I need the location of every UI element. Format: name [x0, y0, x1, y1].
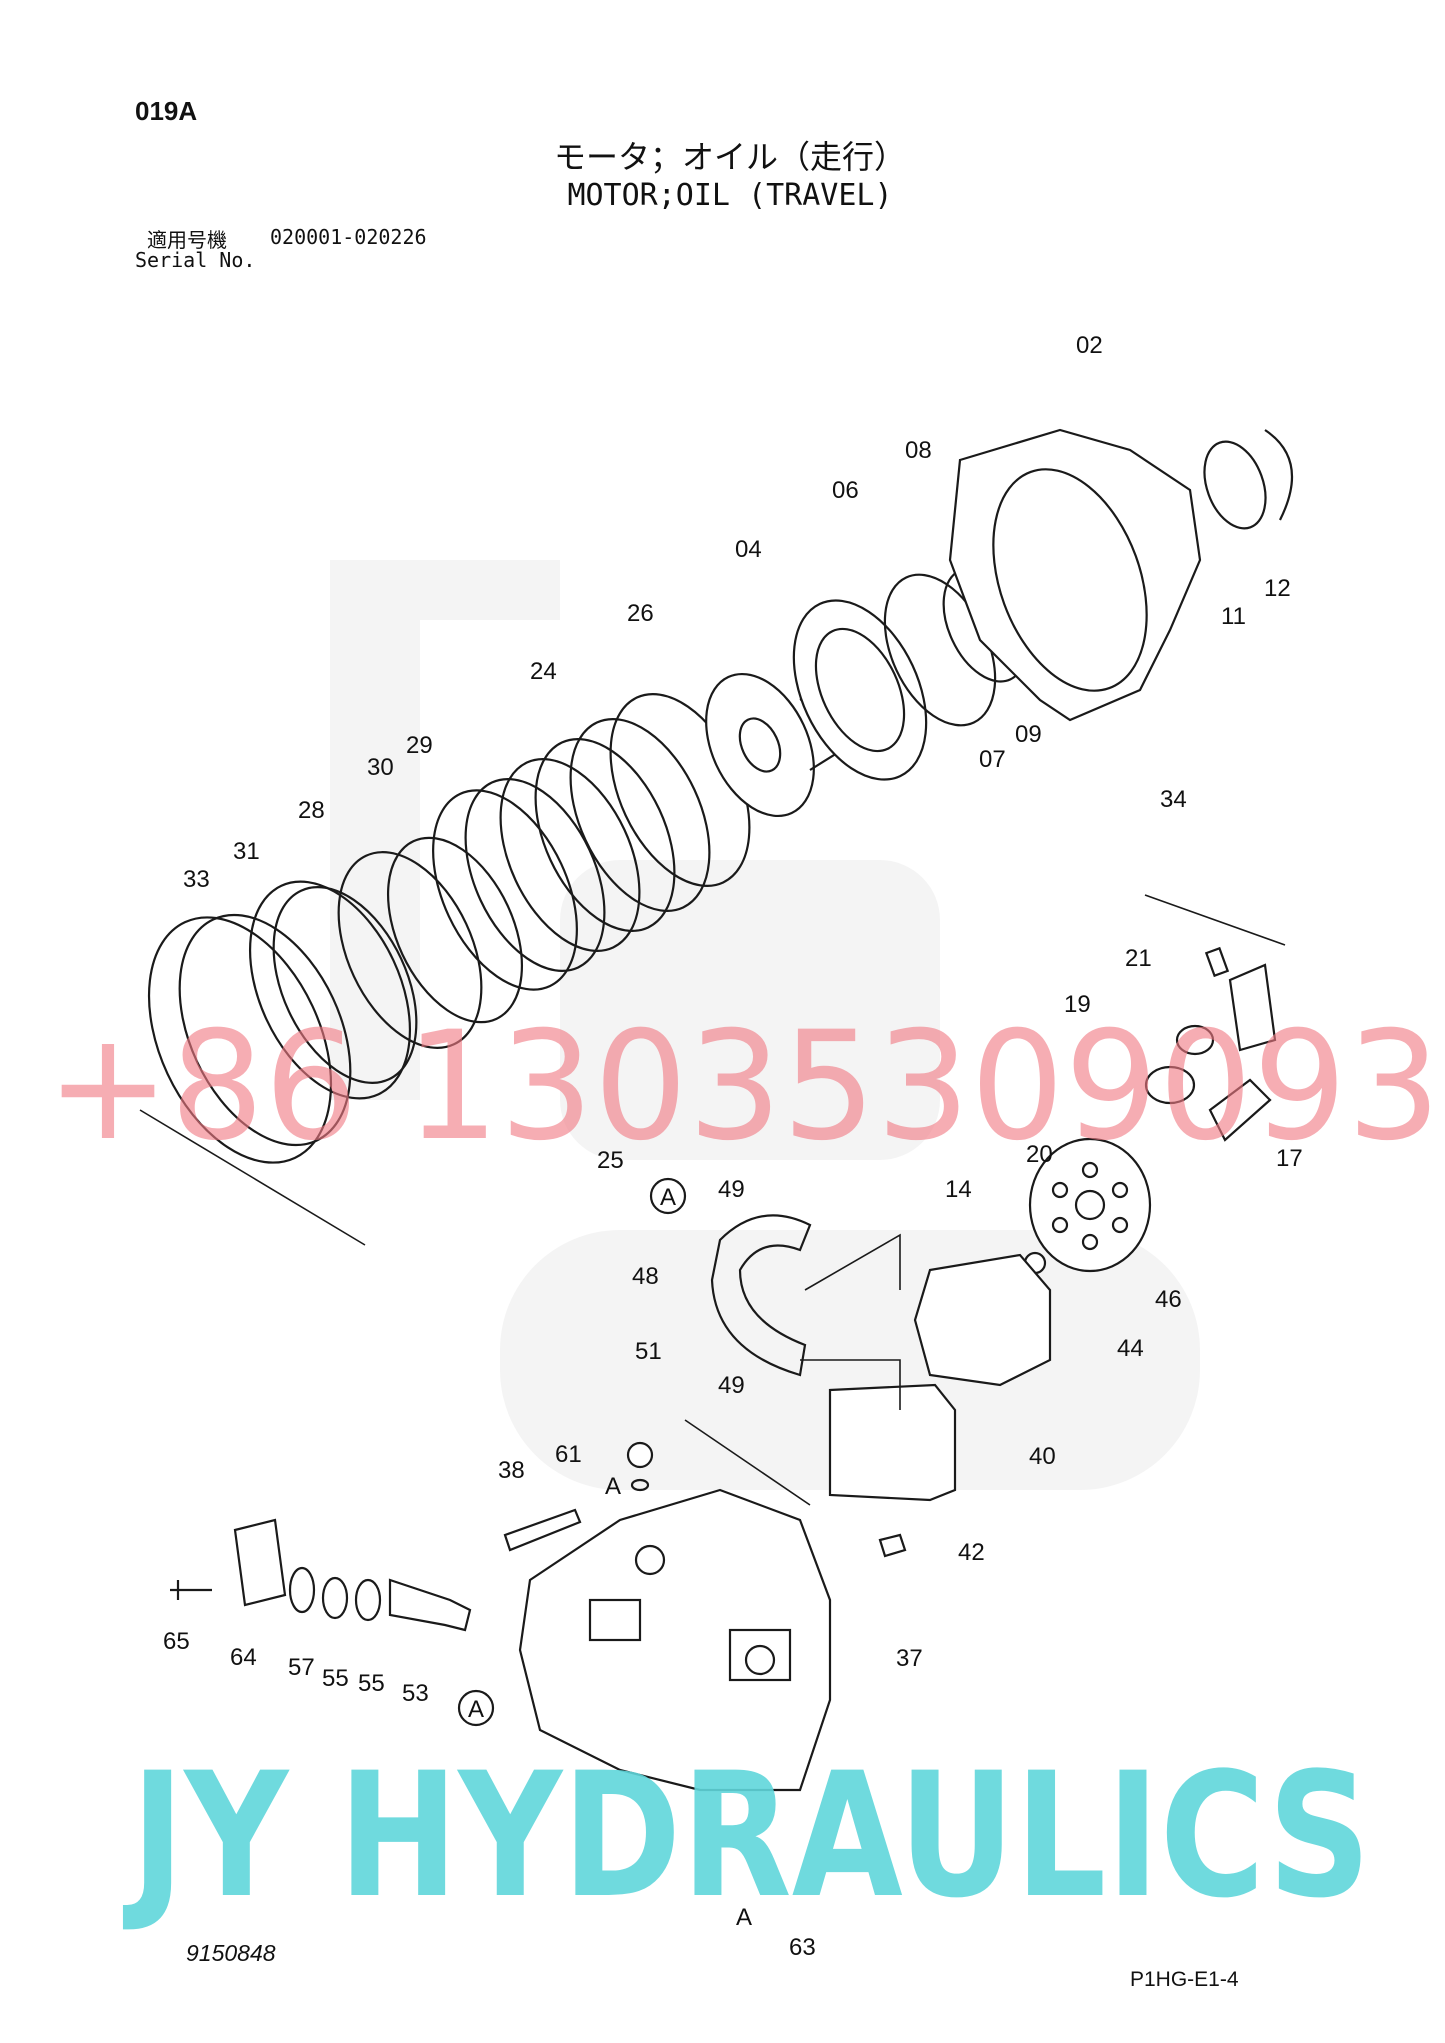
- callout-17: 17: [1276, 1145, 1303, 1172]
- ring-disc-stack: [139, 693, 751, 1246]
- callout-55: 55: [322, 1665, 349, 1692]
- callout-A: A: [736, 1904, 752, 1931]
- callout-51: 51: [635, 1338, 662, 1365]
- callout-A: A: [468, 1696, 484, 1723]
- valve-body: [518, 1419, 832, 1792]
- serial-range: 020001-020226: [270, 225, 427, 249]
- serial-label-english: Serial No.: [135, 248, 256, 272]
- callout-24: 24: [530, 658, 557, 685]
- callout-65: 65: [163, 1628, 190, 1655]
- part-callouts: 02 08 06 04 26 24 29 30 28 31 33 11 12 0…: [163, 332, 1303, 1961]
- callout-49: 49: [718, 1176, 745, 1203]
- phone-watermark: +86 13035309093: [46, 1000, 1441, 1174]
- callout-04: 04: [735, 536, 762, 563]
- bearings: [792, 567, 1028, 781]
- callout-12: 12: [1264, 575, 1291, 602]
- callout-63: 63: [789, 1934, 816, 1961]
- cylinder-block: [1023, 1137, 1152, 1275]
- callout-14: 14: [945, 1176, 972, 1203]
- title-english: MOTOR;OIL (TRAVEL): [567, 178, 893, 213]
- title-japanese: モータ；オイル（走行）: [553, 138, 906, 176]
- callout-46: 46: [1155, 1286, 1182, 1313]
- document-number: 9150848: [186, 1940, 276, 1966]
- motor-housing: [948, 428, 1294, 722]
- brand-watermark: JY HYDRAULICS: [123, 1735, 1371, 1936]
- callout-53: 53: [402, 1680, 429, 1707]
- callout-49: 49: [718, 1372, 745, 1399]
- callout-33: 33: [183, 866, 210, 893]
- callout-44: 44: [1117, 1335, 1144, 1362]
- callout-25: 25: [597, 1147, 624, 1174]
- serial-label-japanese: 適用号機: [147, 228, 227, 252]
- callout-57: 57: [288, 1654, 315, 1681]
- callout-64: 64: [230, 1644, 257, 1671]
- diagram-code: 019A: [135, 96, 198, 126]
- callout-37: 37: [896, 1645, 923, 1672]
- plates: [710, 1214, 1052, 1502]
- callout-31: 31: [233, 838, 260, 865]
- callout-09: 09: [1015, 721, 1042, 748]
- callout-42: 42: [958, 1539, 985, 1566]
- callout-11: 11: [1221, 603, 1246, 630]
- callout-61: 61: [555, 1441, 582, 1468]
- callout-02: 02: [1076, 332, 1103, 359]
- callout-29: 29: [406, 732, 433, 759]
- callout-28: 28: [298, 797, 325, 824]
- callout-26: 26: [627, 600, 654, 627]
- port-fittings: [170, 1441, 907, 1632]
- piston-assembly: [1144, 894, 1286, 1142]
- callout-48: 48: [632, 1263, 659, 1290]
- callout-19: 19: [1064, 991, 1091, 1018]
- callout-34: 34: [1160, 786, 1187, 813]
- callout-08: 08: [905, 437, 932, 464]
- callout-40: 40: [1029, 1443, 1056, 1470]
- callout-21: 21: [1125, 945, 1152, 972]
- callout-20: 20: [1026, 1141, 1053, 1168]
- callout-07: 07: [979, 746, 1006, 773]
- callout-A: A: [660, 1184, 676, 1211]
- callout-55: 55: [358, 1670, 385, 1697]
- callout-06: 06: [832, 477, 859, 504]
- callout-A: A: [605, 1473, 621, 1500]
- callout-30: 30: [367, 754, 394, 781]
- callout-38: 38: [498, 1457, 525, 1484]
- page-code: P1HG-E1-4: [1130, 1968, 1239, 1991]
